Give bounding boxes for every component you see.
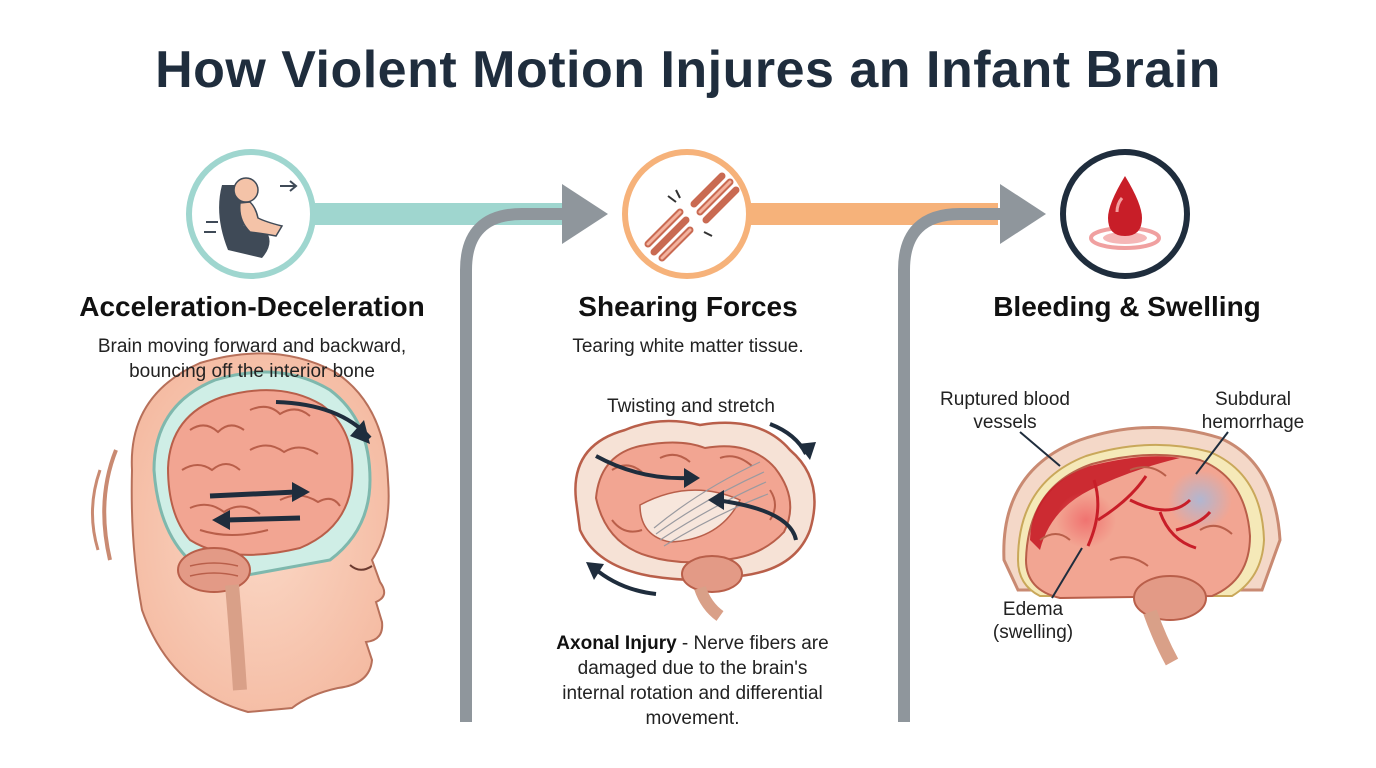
flow-arrow-2 (898, 184, 1046, 722)
twisting-label: Twisting and stretch (607, 396, 775, 417)
step-1-description: Brain moving forward and backward, bounc… (97, 336, 407, 382)
axonal-injury-text: - Nerve fibers are damaged due to the br… (562, 633, 829, 729)
step-2-description: Tearing white matter tissue. (572, 336, 804, 357)
subdural-hemorrhage-label: Subdural hemorrhage (1201, 389, 1305, 433)
axonal-injury-note: Axonal Injury - Nerve fibers are damaged… (545, 631, 840, 731)
step-3-heading: Bleeding & Swelling (993, 291, 1261, 322)
edema-label: Edema (swelling) (992, 599, 1074, 643)
torn-fibers-icon (622, 149, 752, 279)
ruptured-vessels-label: Ruptured blood vessels (940, 389, 1070, 433)
step-1-heading: Acceleration-Deceleration (79, 291, 425, 322)
step-2-heading: Shearing Forces (578, 291, 798, 322)
infant-head-illustration (91, 352, 390, 714)
shearing-brain-illustration (574, 419, 816, 621)
flow-arrow-1 (460, 184, 608, 722)
axonal-injury-term: Axonal Injury (556, 633, 677, 654)
blood-drop-icon (1060, 149, 1190, 279)
page-title: How Violent Motion Injures an Infant Bra… (155, 41, 1221, 99)
car-seat-icon (186, 149, 316, 279)
bleeding-brain-illustration (1002, 425, 1282, 666)
